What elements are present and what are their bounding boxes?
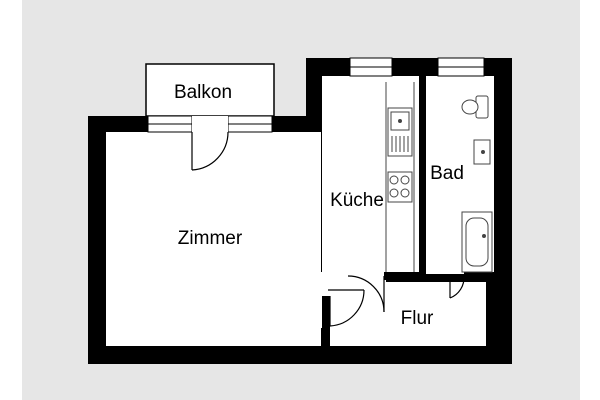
door-swing-icon — [449, 275, 465, 299]
balcony-floor — [145, 63, 275, 117]
kitchen-bath-wall — [419, 76, 426, 274]
room-label-bathroom: Bad — [430, 163, 464, 184]
windows — [147, 57, 485, 133]
toilet-icon — [461, 95, 489, 119]
washbasin-icon — [473, 139, 491, 165]
room-label-hallway: Flur — [401, 308, 434, 329]
floors — [106, 63, 494, 346]
fixtures — [385, 82, 493, 273]
sink-icon — [387, 107, 413, 157]
room-label-kitchen: Küche — [330, 190, 384, 211]
hall-west-wall — [322, 296, 330, 346]
door-swing-icon — [328, 289, 365, 327]
internal-walls — [322, 76, 494, 346]
room-labels: Balkon Zimmer Küche Bad Flur — [174, 82, 464, 329]
room-label-living-room: Zimmer — [178, 228, 243, 249]
room-label-balcony: Balkon — [174, 82, 232, 103]
doors — [191, 116, 465, 327]
stove-icon — [387, 171, 413, 203]
living-room-floor — [106, 132, 321, 346]
bathtub-icon — [461, 211, 493, 273]
kitchen-hall-wall-left — [384, 272, 424, 280]
bath-hall-wall — [464, 272, 494, 280]
door-swing-icon — [191, 116, 229, 171]
door-swing-icon — [347, 275, 385, 313]
